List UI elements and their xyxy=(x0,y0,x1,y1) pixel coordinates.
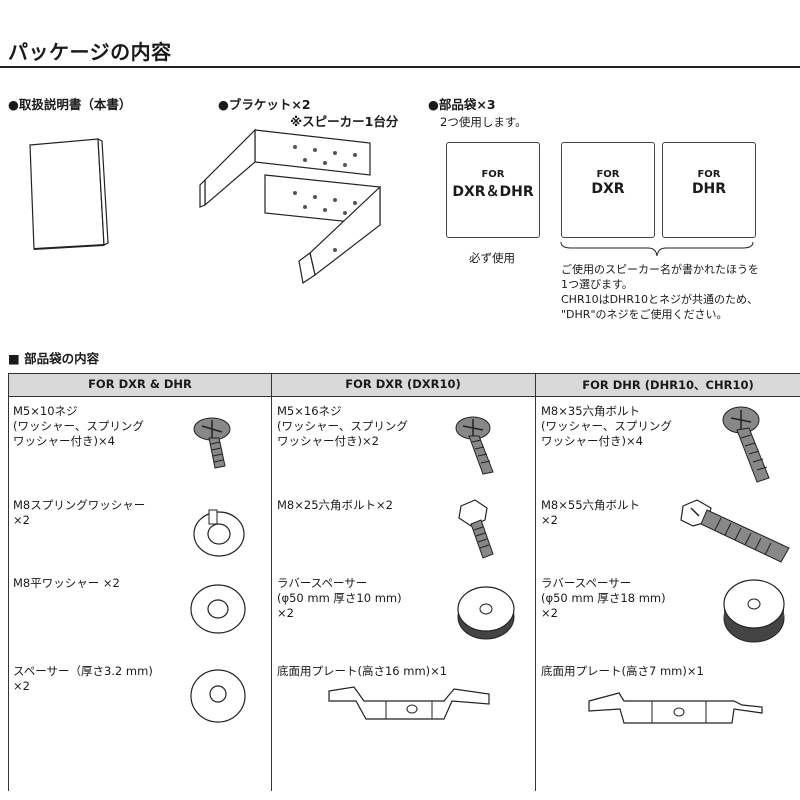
item-text: ×2 xyxy=(13,679,30,693)
item-text: ワッシャー付き)×4 xyxy=(13,434,115,448)
item-text: ×2 xyxy=(541,606,558,620)
contents-table: FOR DXR & DHR FOR DXR (DXR10) FOR DHR (D… xyxy=(8,373,800,791)
spacer-illustration xyxy=(190,669,246,723)
item-text: ワッシャー付き)×4 xyxy=(541,434,643,448)
column-divider xyxy=(271,374,272,791)
choose-note-line: ご使用のスピーカー名が書かれたほうを xyxy=(561,263,759,276)
choose-note-line: "DHR"のネジをご使用ください。 xyxy=(561,308,728,321)
column-divider xyxy=(535,374,536,791)
item-m5x16-screw: M5×16ネジ (ワッシャー、スプリング ワッシャー付き)×2 xyxy=(277,404,408,449)
item-text: ラバースペーサー xyxy=(541,576,632,590)
choose-note-line: CHR10はDHR10とネジが共通のため、 xyxy=(561,293,758,306)
screw-m5x10-illustration xyxy=(193,417,231,469)
bag-name: DHR xyxy=(691,181,727,197)
item-text: ワッシャー付き)×2 xyxy=(277,434,379,448)
item-text: M8スプリングワッシャー xyxy=(13,498,146,512)
header-dxr: FOR DXR (DXR10) xyxy=(345,377,461,391)
item-rubber-spacer-18: ラバースペーサー (φ50 mm 厚さ18 mm) ×2 xyxy=(541,576,666,621)
item-text: (ワッシャー、スプリング xyxy=(277,419,408,433)
bag-dhr: FOR DHR xyxy=(662,142,756,238)
item-text: (φ50 mm 厚さ10 mm) xyxy=(277,591,402,605)
rubber-spacer-10-illustration xyxy=(457,586,515,640)
item-text: ×2 xyxy=(277,606,294,620)
bag-note: 2つ使用します。 xyxy=(440,115,527,129)
manual-illustration xyxy=(29,138,109,250)
spring-washer-illustration xyxy=(193,509,245,557)
bag-name: DXR xyxy=(591,181,625,197)
bag-for-text: FOR xyxy=(596,169,620,180)
item-text: M8×35六角ボルト xyxy=(541,404,641,418)
bag-for-text: FOR xyxy=(697,169,721,180)
item-m5x10-screw: M5×10ネジ (ワッシャー、スプリング ワッシャー付き)×4 xyxy=(13,404,144,449)
table-header: FOR DXR & DHR FOR DXR (DXR10) FOR DHR (D… xyxy=(9,374,800,397)
bottom-plate-16-illustration xyxy=(328,686,490,720)
page-title: パッケージの内容 xyxy=(8,40,172,64)
item-m8-flat-washer: M8平ワッシャー ×2 xyxy=(13,576,120,591)
item-bottom-plate-7: 底面用プレート(高さ7 mm)×1 xyxy=(541,664,704,679)
bolt-m8x35-illustration xyxy=(722,406,770,483)
item-text: M8平ワッシャー ×2 xyxy=(13,576,120,590)
item-rubber-spacer-10: ラバースペーサー (φ50 mm 厚さ10 mm) ×2 xyxy=(277,576,402,621)
bracket-illustration xyxy=(199,128,381,285)
choose-note: ご使用のスピーカー名が書かれたほうを 1つ選びます。 CHR10はDHR10とネ… xyxy=(561,262,759,322)
bag-for-text: FOR xyxy=(481,169,505,180)
header-dhr: FOR DHR (DHR10、CHR10) xyxy=(582,378,754,392)
screw-m5x16-illustration xyxy=(455,416,494,475)
item-text: M8×25六角ボルト×2 xyxy=(277,498,393,512)
bag-dxr-dhr: FOR DXR＆DHR xyxy=(446,142,540,238)
bolt-m8x25-illustration xyxy=(458,499,494,559)
bracket-label: ●ブラケット×2 xyxy=(218,97,311,112)
item-text: ×2 xyxy=(541,513,558,527)
manual-label: ●取扱説明書（本書） xyxy=(8,97,132,112)
item-m8-spring-washer: M8スプリングワッシャー ×2 xyxy=(13,498,145,528)
item-bottom-plate-16: 底面用プレート(高さ16 mm)×1 xyxy=(277,664,447,679)
item-text: スペーサー（厚さ3.2 mm) xyxy=(13,664,153,678)
item-text: (ワッシャー、スプリング xyxy=(541,419,672,433)
rubber-spacer-18-illustration xyxy=(723,579,785,643)
item-m8x35-bolt: M8×35六角ボルト (ワッシャー、スプリング ワッシャー付き)×4 xyxy=(541,404,672,449)
bag-dxr: FOR DXR xyxy=(561,142,655,238)
item-text: (ワッシャー、スプリング xyxy=(13,419,144,433)
item-text: ラバースペーサー xyxy=(277,576,368,590)
item-m8x55-bolt: M8×55六角ボルト ×2 xyxy=(541,498,640,528)
item-text: M5×16ネジ xyxy=(277,404,342,418)
bottom-plate-7-illustration xyxy=(588,692,763,724)
item-text: (φ50 mm 厚さ18 mm) xyxy=(541,591,666,605)
header-dxr-dhr: FOR DXR & DHR xyxy=(88,377,192,391)
must-use-label: 必ず使用 xyxy=(469,251,515,265)
bag-name: DXR＆DHR xyxy=(452,184,534,200)
bracket-note: ※スピーカー1台分 xyxy=(290,114,399,129)
choose-brace xyxy=(560,241,754,257)
item-text: M5×10ネジ xyxy=(13,404,78,418)
item-m8x25-bolt: M8×25六角ボルト×2 xyxy=(277,498,393,513)
item-text: ×2 xyxy=(13,513,30,527)
contents-title: ■ 部品袋の内容 xyxy=(8,351,100,366)
item-spacer: スペーサー（厚さ3.2 mm) ×2 xyxy=(13,664,153,694)
title-divider xyxy=(0,66,800,68)
item-text: 底面用プレート(高さ7 mm)×1 xyxy=(541,664,704,678)
bolt-m8x55-illustration xyxy=(680,499,790,563)
item-text: M8×55六角ボルト xyxy=(541,498,641,512)
flat-washer-illustration xyxy=(190,584,246,634)
choose-note-line: 1つ選びます。 xyxy=(561,278,633,291)
bag-label: ●部品袋×3 xyxy=(428,97,496,112)
item-text: 底面用プレート(高さ16 mm)×1 xyxy=(277,664,448,678)
